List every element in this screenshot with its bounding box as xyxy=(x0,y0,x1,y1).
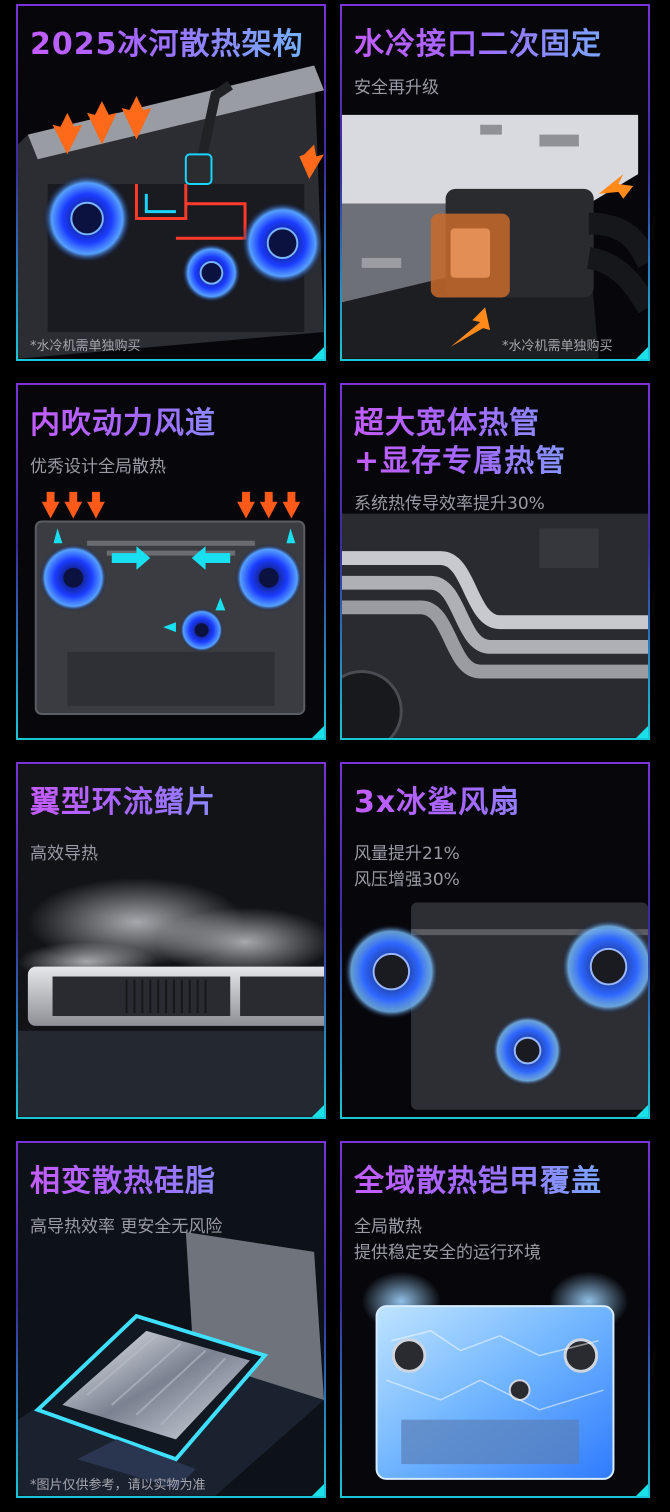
purchase-note: *水冷机需单独购买 xyxy=(30,339,141,354)
card-subtitle-line1: 风量提升21% xyxy=(354,844,460,864)
airfoil-fins-illustration xyxy=(18,764,324,1117)
card-airfoil-fins: 翼型环流鳍片 高效导热 xyxy=(16,762,326,1119)
card-subtitle: 高效导热 xyxy=(30,844,98,864)
card-title: 内吹动力风道 xyxy=(30,405,316,443)
card-title: 相变散热硅脂 xyxy=(30,1163,316,1201)
water-cooling-interface-illustration xyxy=(342,6,648,359)
armor-coverage-illustration xyxy=(342,1143,648,1496)
purchase-note: *水冷机需单独购买 xyxy=(502,339,613,354)
corner-accent xyxy=(312,726,324,738)
card-subtitle: 系统热传导效率提升30% xyxy=(354,494,545,514)
card-title: 翼型环流鳍片 xyxy=(30,784,316,822)
ice-shark-fans-illustration xyxy=(342,764,648,1117)
internal-airflow-illustration xyxy=(18,385,324,738)
card-subtitle: 安全再升级 xyxy=(354,78,439,98)
card-title-line2: +显存专属热管 xyxy=(354,443,640,481)
heat-pipes-illustration xyxy=(342,385,648,738)
corner-accent xyxy=(312,1484,324,1496)
card-subtitle: 高导热效率 更安全无风险 xyxy=(30,1217,223,1237)
card-title: 水冷接口二次固定 xyxy=(354,26,640,64)
card-heat-pipes: 超大宽体热管 +显存专属热管 系统热传导效率提升30% xyxy=(340,383,650,740)
corner-accent xyxy=(312,1105,324,1117)
corner-accent xyxy=(636,726,648,738)
card-title-line1: 超大宽体热管 xyxy=(354,405,640,443)
cooling-architecture-illustration xyxy=(18,6,324,359)
card-subtitle-line2: 提供稳定安全的运行环境 xyxy=(354,1243,541,1263)
card-armor-coverage: 全域散热铠甲覆盖 全局散热 提供稳定安全的运行环境 xyxy=(340,1141,650,1498)
card-subtitle-line1: 全局散热 xyxy=(354,1217,422,1237)
card-title: 全域散热铠甲覆盖 xyxy=(354,1163,640,1201)
card-ice-shark-fans: 3x冰鲨风扇 风量提升21% 风压增强30% xyxy=(340,762,650,1119)
card-internal-airflow: 内吹动力风道 优秀设计全局散热 xyxy=(16,383,326,740)
card-title: 3x冰鲨风扇 xyxy=(354,784,640,822)
corner-accent xyxy=(636,1105,648,1117)
card-cooling-architecture: 2025冰河散热架构 *水冷机需单独购买 xyxy=(16,4,326,361)
card-subtitle: 优秀设计全局散热 xyxy=(30,457,166,477)
card-phase-change-paste: 相变散热硅脂 高导热效率 更安全无风险 *图片仅供参考，请以实物为准 xyxy=(16,1141,326,1498)
corner-accent xyxy=(636,347,648,359)
phase-change-paste-illustration xyxy=(18,1143,324,1496)
card-water-cooling-interface: 水冷接口二次固定 安全再升级 *水冷机需单独购买 xyxy=(340,4,650,361)
reference-note: *图片仅供参考，请以实物为准 xyxy=(30,1478,206,1493)
card-subtitle-line2: 风压增强30% xyxy=(354,870,460,890)
corner-accent xyxy=(312,347,324,359)
card-title: 2025冰河散热架构 xyxy=(30,26,316,64)
corner-accent xyxy=(636,1484,648,1496)
